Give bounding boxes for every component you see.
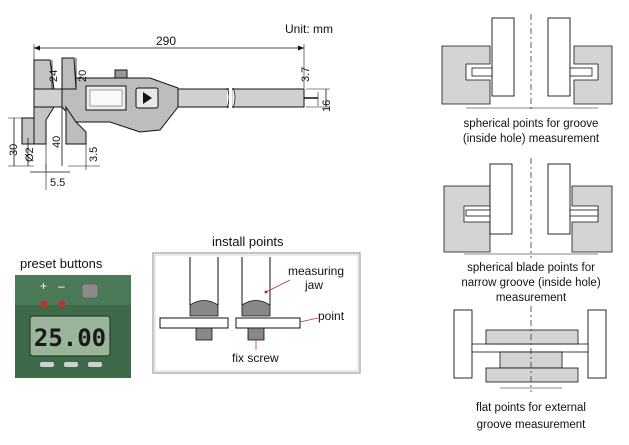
plus-label: + — [40, 279, 47, 293]
caption-2-line-3: measurement — [496, 292, 567, 304]
dim-16-label: 16 — [321, 100, 333, 112]
dim-30-label: 30 — [8, 144, 20, 156]
install-title: install points — [212, 234, 284, 249]
minus-label: – — [58, 279, 65, 293]
point-label: point — [318, 309, 345, 323]
dim-40-label: 40 — [51, 136, 63, 148]
right-jaw-tip — [241, 300, 271, 317]
triangle-icon — [143, 92, 152, 104]
upper-fixed-jaw — [33, 59, 55, 90]
dim-20-label: 20 — [77, 70, 89, 82]
upper-moving-jaw — [61, 57, 77, 90]
caption-3-line-1: flat points for external — [476, 402, 586, 414]
diagram-spherical-groove: spherical points for groove (inside hole… — [441, 14, 613, 145]
dim-290-label: 290 — [156, 34, 176, 48]
caliper-drawing: Unit: mm 290 24 — [8, 22, 333, 190]
dim-24-label: 24 — [48, 70, 60, 82]
dim-5-5-label: 5.5 — [50, 177, 65, 189]
caption-3-line-2: groove measurement — [477, 419, 586, 431]
thumb-wheel — [81, 283, 99, 299]
dim-2-label: Ø2 — [24, 147, 36, 162]
caption-1-line-1: spherical points for groove — [464, 118, 599, 130]
preset-buttons-panel: preset buttons + – 25.00 — [15, 256, 131, 378]
diagram-spherical-blade: spherical blade points for narrow groove… — [443, 158, 613, 304]
unit-label: Unit: mm — [285, 22, 333, 36]
lcd-button-2 — [64, 362, 78, 367]
left-screw — [195, 327, 213, 341]
caption-2-line-1: spherical blade points for — [467, 262, 595, 274]
preset-title: preset buttons — [20, 256, 103, 271]
left-jaw-tip — [189, 300, 219, 317]
caption-2-line-2: narrow groove (inside hole) — [461, 277, 601, 289]
caption-1-line-2: (inside hole) measurement — [463, 133, 600, 145]
diagram-flat-points: flat points for external groove measurem… — [453, 306, 607, 431]
left-point — [159, 317, 229, 329]
lcd-screen — [29, 315, 111, 357]
fix-screw-label: fix screw — [232, 351, 279, 365]
lcd-button-1 — [40, 362, 54, 367]
right-point — [235, 317, 301, 329]
thumb-roller — [114, 69, 128, 79]
lcd-reading: 25.00 — [34, 324, 106, 352]
plus-button-dot — [40, 300, 48, 308]
minus-button-dot — [58, 300, 66, 308]
lcd-button-3 — [88, 362, 102, 367]
dim-3-5-label: 3.5 — [88, 147, 100, 162]
lower-moving-jaw — [65, 105, 87, 145]
right-screw — [247, 327, 265, 341]
dim-3-7-label: 3.7 — [300, 67, 312, 82]
